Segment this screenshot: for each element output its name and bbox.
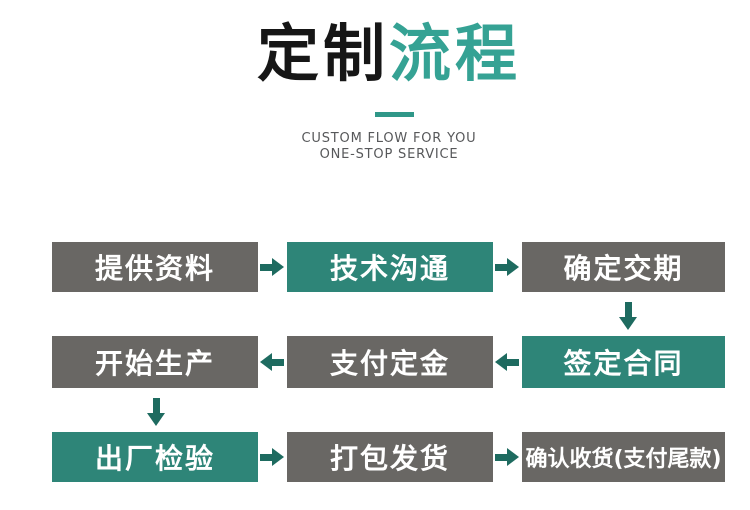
arrow-stem [495,453,507,461]
box-confirm-receipt-final-payment: 确认收货(支付尾款) [522,432,725,482]
subtitle-line-1: CUSTOM FLOW FOR YOU [301,131,477,146]
title-underline-dash [375,112,414,117]
page-title-primary: 定制 [256,17,389,90]
arrow-left-icon [495,353,519,371]
arrow-stem [272,358,284,366]
arrow-stem [507,358,519,366]
page-title: 定制流程 [14,16,750,92]
arrow-left-icon [260,353,284,371]
arrow-head [507,448,519,466]
page-title-accent: 流程 [389,17,522,90]
arrow-head [260,353,272,371]
arrow-stem [260,453,272,461]
arrow-right-icon [495,448,519,466]
arrow-right-icon [495,258,519,276]
arrow-head [272,258,284,276]
box-start-production: 开始生产 [52,336,258,388]
arrow-down-icon [147,398,165,426]
arrow-head [507,258,519,276]
arrow-stem [495,263,507,271]
subtitle-line-2: ONE-STOP SERVICE [319,147,459,162]
arrow-stem [260,263,272,271]
arrow-head [272,448,284,466]
arrow-head [495,353,507,371]
box-provide-materials: 提供资料 [52,242,258,292]
box-pay-deposit: 支付定金 [287,336,493,388]
arrow-head [619,317,637,330]
box-confirm-delivery-date: 确定交期 [522,242,725,292]
box-factory-inspection: 出厂检验 [52,432,258,482]
arrow-stem [624,302,632,317]
arrow-stem [152,398,160,413]
arrow-head [147,413,165,426]
arrow-down-icon [619,302,637,330]
box-sign-contract: 签定合同 [522,336,725,388]
box-pack-and-ship: 打包发货 [287,432,493,482]
subtitle: CUSTOM FLOW FOR YOU ONE-STOP SERVICE [14,131,750,163]
box-technical-communication: 技术沟通 [287,242,493,292]
arrow-right-icon [260,448,284,466]
arrow-right-icon [260,258,284,276]
